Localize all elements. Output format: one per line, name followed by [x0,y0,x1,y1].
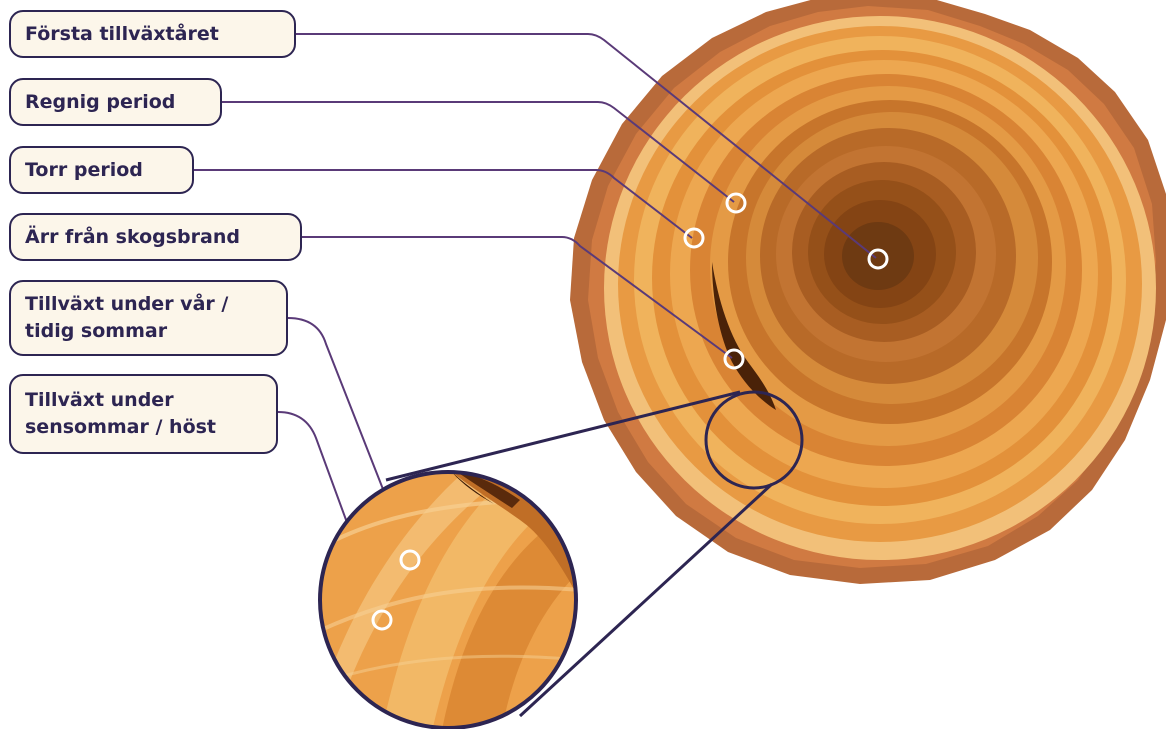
zoom-source-circle [704,390,804,490]
label-spring-growth-line1: Tillväxt under vår / [25,293,229,315]
label-fire-scar: Ärr från skogsbrand [9,213,302,261]
label-spring-growth-line2: tidig sommar [25,320,168,342]
zoom-connector-bottom [518,482,774,718]
label-autumn-growth: Tillväxt under sensommar / höst [9,374,278,454]
label-dry-period-text: Torr period [25,158,143,181]
label-first-year: Första tillväxtåret [9,10,296,58]
callout-line-rainy [222,101,735,203]
label-autumn-growth-line1: Tillväxt under [25,389,174,411]
label-spring-growth: Tillväxt under vår / tidig sommar [9,280,288,356]
heart-wood [842,222,914,290]
marker-rainy [725,192,747,214]
zoom-magnifier [318,390,804,729]
label-rainy-period: Regnig period [9,78,222,126]
marker-dry [683,227,705,249]
zoom-detail [320,472,576,728]
callout-line-fire-scar [302,236,733,359]
label-autumn-growth-line2: sensommar / höst [25,416,217,438]
markers [371,192,889,631]
callout-line-first-year [296,33,877,259]
label-first-year-text: Första tillväxtåret [25,22,219,45]
tree-cross-section [570,0,1166,584]
marker-fire-scar [723,348,745,370]
zoom-connector-top [385,390,741,482]
callout-line-spring [287,317,411,559]
marker-autumn [371,609,393,631]
callout-line-autumn [277,411,383,619]
zoom-detail-frame [318,470,578,729]
label-dry-period: Torr period [9,146,194,194]
label-fire-scar-text: Ärr från skogsbrand [25,225,240,248]
callout-lines [194,33,877,619]
marker-first-year [867,248,889,270]
callout-line-dry [194,169,693,239]
marker-spring [399,549,421,571]
label-rainy-period-text: Regnig period [25,90,176,113]
